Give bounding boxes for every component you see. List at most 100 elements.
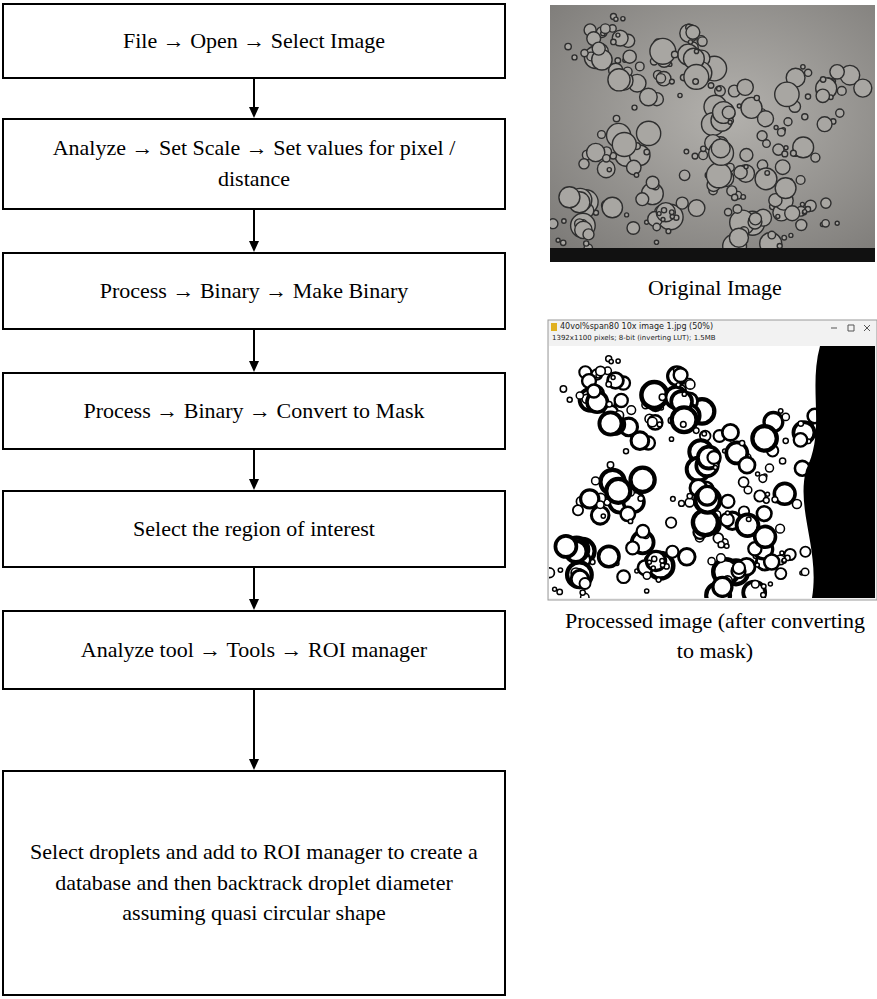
droplet	[688, 40, 692, 44]
step-text: Analyze → Set Scale → Set values for pix…	[18, 133, 490, 195]
step-text: Process → Binary → Convert to Mask	[84, 396, 425, 427]
droplet	[615, 58, 621, 64]
droplet	[740, 149, 753, 162]
droplet	[660, 559, 665, 564]
droplet	[835, 221, 839, 225]
image-caption: Processed image (after converting to mas…	[565, 606, 865, 665]
droplet	[598, 131, 606, 139]
droplet	[757, 131, 767, 141]
droplet	[764, 555, 779, 570]
droplet	[692, 153, 698, 159]
droplet	[661, 218, 665, 222]
droplet	[794, 433, 807, 446]
step-text: Analyze tool → Tools → ROI manager	[81, 635, 427, 666]
droplet	[800, 202, 804, 206]
droplet	[679, 170, 689, 180]
image-footer-bar	[550, 248, 875, 262]
droplet	[679, 549, 696, 566]
droplet	[666, 229, 671, 234]
droplet	[796, 176, 805, 185]
droplet	[744, 165, 748, 169]
droplet	[782, 559, 786, 563]
droplet	[784, 118, 792, 126]
droplet	[805, 94, 810, 99]
droplet	[741, 195, 746, 200]
droplet	[617, 570, 630, 583]
droplet	[774, 126, 778, 130]
droplet	[643, 572, 650, 579]
droplet	[615, 394, 628, 407]
droplet	[802, 114, 808, 120]
droplet	[557, 589, 562, 594]
window-title: 40vol%span80 10x image 1.jpg (50%)	[560, 322, 820, 332]
droplet	[640, 88, 658, 106]
droplet	[801, 65, 805, 69]
droplet	[608, 69, 630, 91]
droplet	[674, 368, 688, 382]
droplet	[766, 464, 774, 472]
droplet	[688, 200, 705, 217]
droplet	[713, 465, 717, 469]
process-box: Process → Binary → Make Binary	[2, 252, 506, 330]
image-caption: Original Image	[560, 273, 870, 303]
droplet	[641, 382, 667, 408]
droplet	[801, 568, 808, 575]
droplet	[729, 228, 748, 247]
droplet	[739, 457, 755, 473]
droplet	[627, 160, 641, 174]
droplet	[657, 212, 661, 216]
droplet	[556, 238, 560, 242]
droplet	[592, 477, 600, 485]
droplet	[638, 496, 644, 502]
droplet	[555, 536, 576, 557]
droplet	[837, 87, 846, 96]
droplet	[681, 422, 687, 428]
droplet	[646, 551, 665, 570]
mask-image-ground	[549, 346, 875, 598]
droplet	[601, 514, 605, 518]
step-text: Select the region of interest	[133, 514, 375, 545]
droplet	[631, 468, 655, 492]
droplet	[616, 359, 620, 363]
droplet	[559, 187, 580, 208]
droplet	[726, 511, 730, 515]
droplet	[648, 415, 662, 429]
droplet	[599, 546, 619, 566]
droplet	[669, 437, 673, 441]
droplet	[805, 69, 812, 76]
droplet	[772, 497, 778, 503]
droplet	[785, 206, 800, 221]
window-icon	[551, 323, 557, 331]
droplet	[791, 150, 797, 156]
droplet	[822, 220, 829, 227]
droplet	[708, 451, 721, 464]
droplet	[580, 590, 585, 595]
droplet	[686, 25, 700, 39]
droplet	[698, 447, 720, 469]
droplet	[654, 240, 658, 244]
droplet	[670, 210, 675, 215]
droplet	[599, 412, 621, 434]
droplet	[565, 43, 571, 49]
droplet	[728, 120, 732, 124]
droplet	[672, 407, 697, 432]
droplet	[687, 493, 692, 498]
droplet	[686, 380, 695, 389]
original-image-ground	[550, 5, 875, 248]
droplet	[698, 486, 717, 505]
droplet	[613, 115, 619, 121]
droplet	[625, 213, 629, 217]
droplet	[603, 155, 610, 162]
droplet	[644, 149, 650, 155]
droplet	[757, 506, 772, 521]
process-box: Analyze tool → Tools → ROI manager	[2, 610, 506, 690]
droplet	[768, 231, 776, 239]
droplet	[761, 584, 766, 589]
droplet	[713, 577, 732, 596]
droplet	[616, 33, 620, 37]
droplet	[597, 160, 615, 178]
droplet	[755, 168, 777, 190]
droplet	[725, 209, 732, 216]
droplet	[756, 472, 760, 476]
flow-arrow	[249, 79, 259, 118]
